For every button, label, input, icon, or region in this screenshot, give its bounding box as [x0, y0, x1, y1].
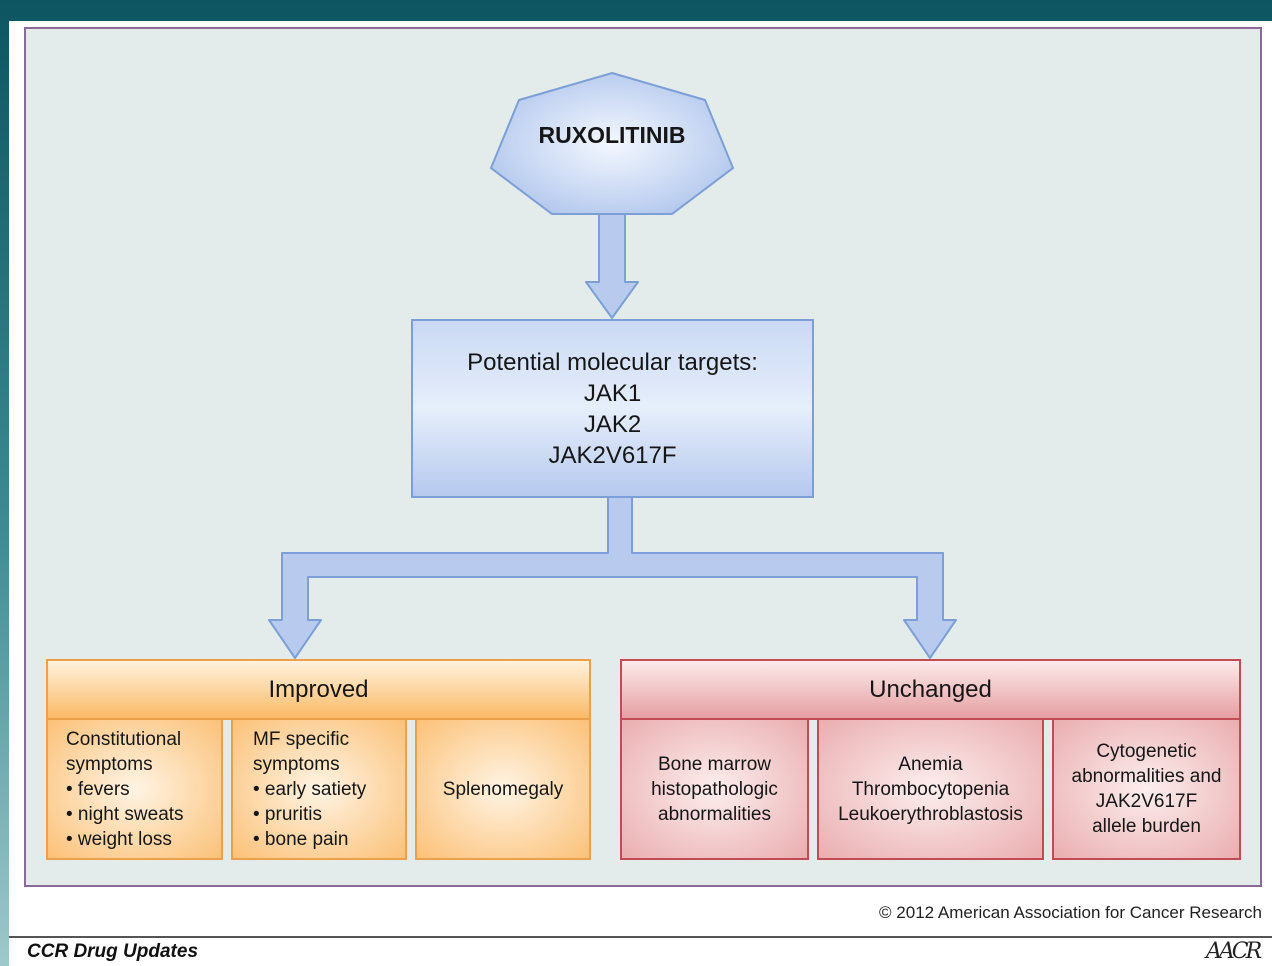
drug-label: RUXOLITINIB — [538, 121, 686, 148]
cell-line: Splenomegaly — [442, 778, 564, 800]
cell-line: Cytogenetic — [1096, 741, 1197, 762]
footer-label: CCR Drug Updates — [27, 941, 199, 962]
arrow-branch — [268, 496, 957, 659]
unchanged-cell-1-shape — [620, 718, 809, 860]
target-item: JAK2 — [583, 410, 642, 438]
cell-line: Anemia — [898, 753, 963, 775]
cell-bullet: • bone pain — [253, 829, 349, 850]
cell-bullet: • weight loss — [66, 829, 172, 850]
cell-line: symptoms — [253, 754, 340, 775]
cell-bullet: • fevers — [66, 779, 130, 800]
aacr-logo: AACR — [1206, 939, 1262, 964]
cell-line: Bone marrow — [658, 753, 771, 775]
improved-mf-cell: MF specific symptoms • early satiety • p… — [253, 727, 406, 855]
cell-line: MF specific — [253, 729, 350, 750]
cell-line: symptoms — [66, 754, 153, 775]
unchanged-bone-marrow-cell: Bone marrow histopathologic abnormalitie… — [621, 719, 808, 859]
unchanged-anemia-cell: Anemia Thrombocytopenia Leukoerythroblas… — [818, 719, 1043, 859]
improved-cell-2-shape — [231, 718, 407, 860]
cell-line: Thrombocytopenia — [851, 778, 1010, 800]
cell-bullet: • early satiety — [253, 779, 367, 800]
improved-header-shape — [46, 659, 591, 720]
cell-bullet: • pruritis — [253, 804, 322, 825]
improved-cell-3-shape — [415, 718, 591, 860]
unchanged-cell-3-shape — [1052, 718, 1241, 860]
cell-line: Constitutional — [66, 729, 182, 750]
unchanged-header: Unchanged — [869, 675, 992, 703]
unchanged-cytogenetic-cell: Cytogenetic abnormalities and JAK2V617F … — [1053, 719, 1240, 859]
unchanged-cell-2-shape — [817, 718, 1044, 860]
cell-line: Leukoerythroblastosis — [838, 803, 1023, 825]
improved-constitutional-cell: Constitutional symptoms • fevers • night… — [66, 727, 222, 855]
target-item: JAK2V617F — [548, 441, 677, 469]
targets-heading: Potential molecular targets: — [467, 348, 758, 376]
improved-header: Improved — [268, 675, 369, 703]
improved-splenomegaly-cell: Splenomegaly — [416, 719, 590, 859]
cell-bullet: • night sweats — [66, 804, 184, 825]
arrow-drug-to-targets — [585, 213, 639, 319]
cell-line: JAK2V617F — [1095, 791, 1198, 812]
cell-line: abnormalities and — [1071, 766, 1222, 787]
footer-divider — [9, 936, 1272, 938]
target-item: JAK1 — [583, 379, 642, 407]
cell-line: histopathologic — [651, 778, 778, 800]
cell-line: abnormalities — [658, 803, 771, 825]
copyright-notice: © 2012 American Association for Cancer R… — [879, 903, 1262, 922]
cell-line: allele burden — [1092, 816, 1201, 837]
targets-node: Potential molecular targets: JAK1 JAK2 J… — [412, 320, 813, 497]
unchanged-header-shape — [620, 659, 1241, 720]
improved-cell-1-shape — [46, 718, 223, 860]
targets-node-shape — [411, 319, 814, 498]
